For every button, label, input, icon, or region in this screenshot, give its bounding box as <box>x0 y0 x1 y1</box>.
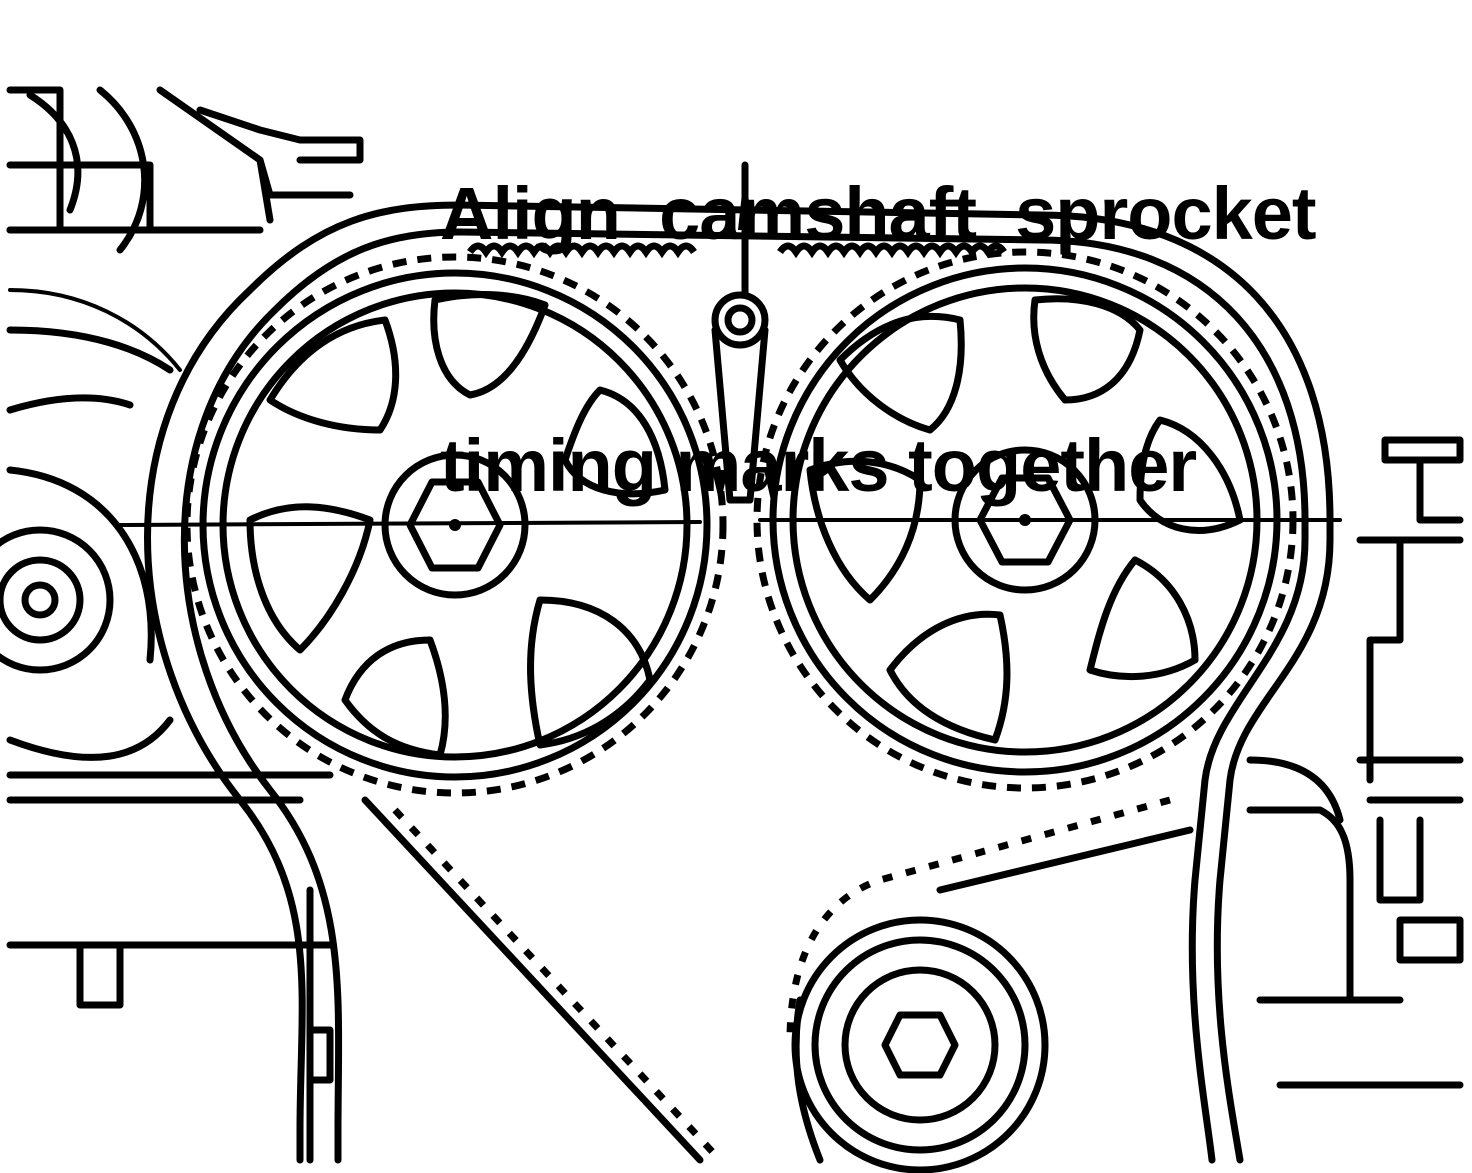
timing-belt <box>144 201 1334 1164</box>
callout-text: Align camshaft sprocket timing marks tog… <box>440 4 1440 676</box>
idler-pulley <box>791 916 1049 1173</box>
callout-line-1: Align camshaft sprocket <box>440 172 1317 255</box>
engine-block-right <box>1246 436 1464 1089</box>
callout-line-2: timing marks together <box>440 424 1197 507</box>
engine-block-left <box>0 86 364 1164</box>
timing-mark-pointer <box>711 161 780 505</box>
centerline <box>118 518 1342 527</box>
